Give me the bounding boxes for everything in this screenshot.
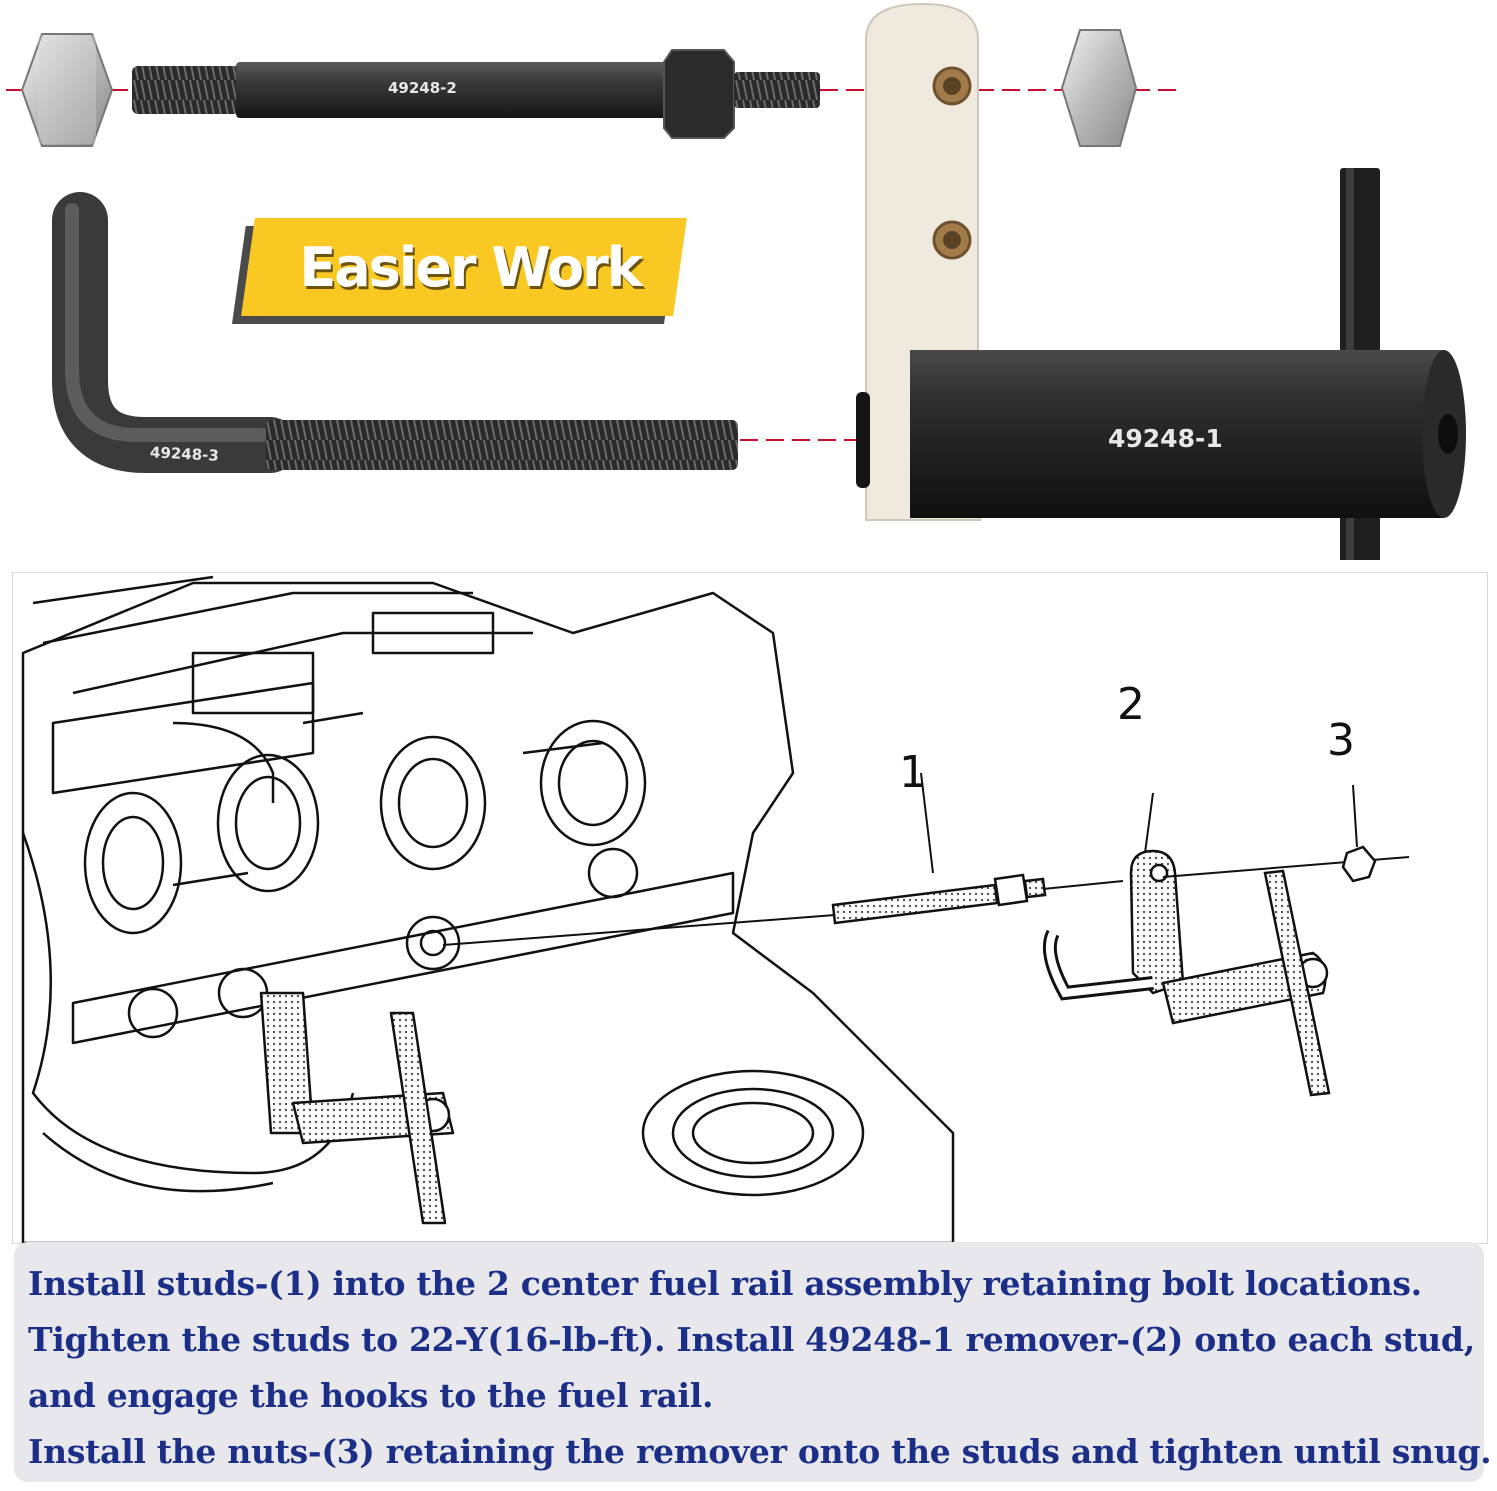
callout-1: 1 bbox=[899, 747, 927, 798]
banner-easier-work: Easier Work bbox=[299, 236, 642, 299]
engine-line-drawing bbox=[21, 575, 1410, 1243]
stud-rod-49248-2 bbox=[132, 49, 820, 139]
stud-part-number: 49248-2 bbox=[388, 79, 457, 97]
instruction-line-2: Tighten the studs to 22-Y(16-lb-ft). Ins… bbox=[28, 1320, 1475, 1359]
l-hook-49248-3 bbox=[52, 192, 738, 473]
instruction-line-1: Install studs-(1) into the 2 center fuel… bbox=[28, 1264, 1422, 1303]
installation-diagram: 1 2 3 bbox=[12, 572, 1488, 1244]
exploded-parts bbox=[831, 772, 1410, 1097]
hook-part-number: 49248-3 bbox=[149, 443, 220, 465]
instruction-line-3: and engage the hooks to the fuel rail. bbox=[28, 1376, 714, 1415]
instruction-panel: Install studs-(1) into the 2 center fuel… bbox=[14, 1242, 1492, 1482]
remover-part-number: 49248-1 bbox=[1108, 424, 1223, 453]
tool-kit-photo bbox=[6, 2, 1466, 560]
callout-3: 3 bbox=[1327, 715, 1355, 766]
hex-nut-right bbox=[1060, 29, 1138, 147]
hex-nut-left bbox=[20, 33, 114, 147]
remover-cylinder-49248-1 bbox=[856, 350, 1466, 518]
instruction-line-4: Install the nuts-(3) retaining the remov… bbox=[28, 1432, 1492, 1471]
callout-2: 2 bbox=[1117, 679, 1145, 730]
